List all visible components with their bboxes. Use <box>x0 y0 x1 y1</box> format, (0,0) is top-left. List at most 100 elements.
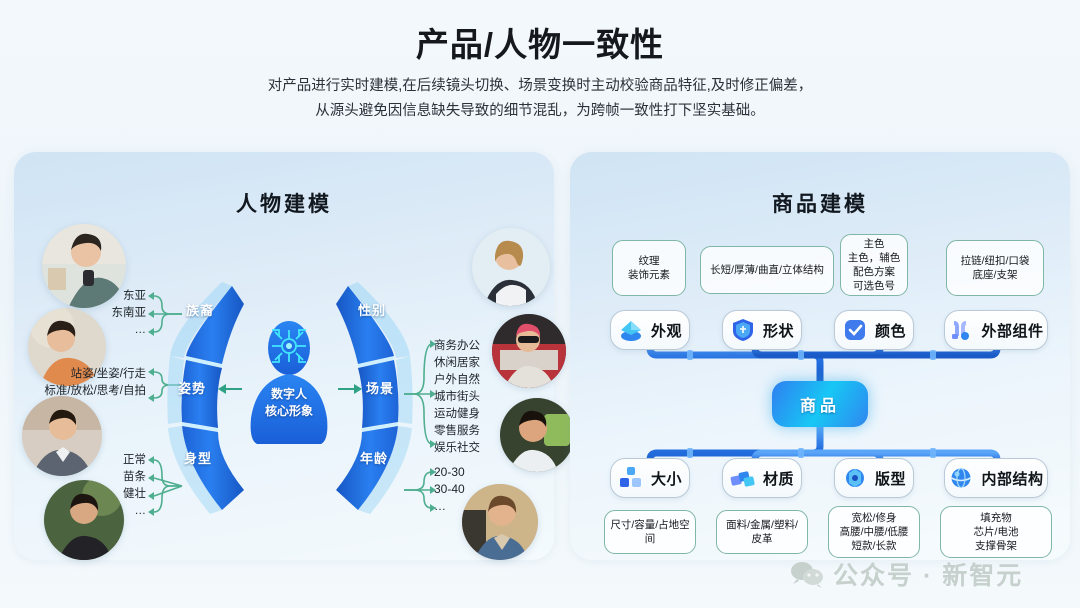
portrait-east-asian-man <box>42 224 126 308</box>
right-panel: 商品建模 <box>570 152 1070 560</box>
portrait-image <box>28 308 106 386</box>
connector-ethnicity <box>148 292 182 336</box>
label-body-2: 健壮 <box>123 488 146 500</box>
sphere-icon <box>951 467 972 489</box>
watermark: 公众号 · 新智元 <box>790 556 1023 592</box>
node-shape-label: 形状 <box>762 322 794 340</box>
label-body-3: … <box>134 505 147 517</box>
label-age-2: … <box>434 499 446 513</box>
label-ethnicity-1: 东南亚 <box>111 307 147 319</box>
node-size[interactable]: 大小 <box>610 458 690 498</box>
chip-external-parts: 拉链/纽扣/口袋 底座/支架 <box>946 240 1044 296</box>
node-pattern-label: 版型 <box>874 470 906 488</box>
arc-left <box>167 282 244 514</box>
digital-human-label-line2: 核心形象 <box>264 404 313 418</box>
node-external-parts[interactable]: 外部组件 <box>944 310 1048 350</box>
digital-human-silhouette <box>250 321 328 444</box>
connector-body <box>148 456 183 516</box>
label-body-0: 正常 <box>123 454 146 466</box>
label-age-0: 20-30 <box>434 465 465 479</box>
label-group-ethnicity: 东亚 东南亚 … <box>78 288 147 339</box>
portrait-image <box>472 228 550 306</box>
label-scene-5: 零售服务 <box>434 425 480 437</box>
connector-scene <box>404 340 436 448</box>
circuit-brain-icon <box>272 329 306 363</box>
portrait-image <box>462 484 538 560</box>
left-panel-title: 人物建模 <box>236 193 332 216</box>
portrait-image <box>500 398 574 472</box>
node-size-label: 大小 <box>650 470 682 488</box>
label-group-body: 正常 苗条 健壮 … <box>80 452 146 520</box>
watermark-text: 公众号 · 新智元 <box>833 562 1024 590</box>
digital-human-label-line1: 数字人 <box>270 387 307 401</box>
label-scene-6: 娱乐社交 <box>434 442 480 454</box>
page-subtitle-line2: 从源头避免因信息缺失导致的细节混乱，为跨帧一致性打下坚实基础。 <box>315 103 765 119</box>
label-pose-0: 站姿/坐姿/行走 <box>70 368 146 380</box>
arc-right-label-1: 场景 <box>366 381 395 396</box>
chip-size: 尺寸/容量/占地空间 <box>604 510 696 554</box>
wechat-icon <box>791 562 823 588</box>
node-internal-structure-label: 内部结构 <box>981 470 1044 488</box>
node-color-label: 颜色 <box>874 322 906 340</box>
node-external-parts-label: 外部组件 <box>981 322 1044 340</box>
digital-human-label: 数字人 核心形象 <box>239 386 339 420</box>
label-scene-1: 休闲居家 <box>434 357 480 369</box>
page-title: 产品/人物一致性 <box>415 26 665 63</box>
label-body-1: 苗条 <box>123 471 146 483</box>
arc-left-label-1: 姿势 <box>178 381 207 396</box>
portrait-woman-blonde <box>472 228 550 306</box>
check-badge-icon <box>844 320 865 340</box>
label-pose-1: 标准/放松/思考/自拍 <box>44 385 146 397</box>
node-shape[interactable]: 形状 <box>722 310 802 350</box>
label-scene-2: 户外自然 <box>434 374 480 386</box>
label-group-scene: 商务办公 休闲居家 户外自然 城市街头 运动健身 零售服务 娱乐社交 <box>434 338 520 457</box>
chip-internal-structure: 填充物 芯片/电池 支撑骨架 <box>940 506 1052 558</box>
connector-pose <box>148 368 182 402</box>
label-group-pose: 站姿/坐姿/行走 标准/放松/思考/自拍 <box>18 366 146 400</box>
label-ethnicity-0: 东亚 <box>123 290 146 302</box>
material-blocks-icon <box>730 471 755 487</box>
cubes-icon <box>619 467 641 487</box>
arrow-to-left-arc <box>218 384 242 394</box>
node-internal-structure[interactable]: 内部结构 <box>944 458 1048 498</box>
chip-material: 面料/金属/塑料/皮革 <box>716 510 808 554</box>
portrait-man-suit <box>22 396 102 476</box>
label-age-1: 30-40 <box>434 482 465 496</box>
arc-left-label-0: 族裔 <box>186 303 215 318</box>
portrait-image <box>44 480 124 560</box>
node-color[interactable]: 颜色 <box>834 310 914 350</box>
portrait-image <box>22 396 102 476</box>
digital-human-figure: 数字人 核心形象 <box>239 318 339 446</box>
connector-age <box>404 468 436 512</box>
shield-icon <box>732 319 753 341</box>
layers-icon <box>620 321 641 341</box>
arc-right-label-2: 年龄 <box>360 451 389 466</box>
label-group-age: 20-30 30-40 … <box>434 464 500 515</box>
right-panel-title: 商品建模 <box>772 193 868 216</box>
portrait-woman-shopping <box>500 398 574 472</box>
center-node-product[interactable]: 商品 <box>772 381 868 427</box>
node-material[interactable]: 材质 <box>722 458 802 498</box>
arc-right <box>336 282 413 514</box>
chip-appearance: 纹理 装饰元素 <box>612 240 686 296</box>
node-appearance-label: 外观 <box>650 322 682 340</box>
portrait-image <box>42 224 126 308</box>
page-subtitle-line1: 对产品进行实时建模,在后续镜头切换、场景变换时主动校验商品特征,及时修正偏差， <box>267 78 813 94</box>
label-scene-4: 运动健身 <box>434 408 480 420</box>
node-appearance[interactable]: 外观 <box>610 310 690 350</box>
label-scene-0: 商务办公 <box>434 340 480 352</box>
arc-right-label-0: 性别 <box>358 303 387 318</box>
chip-pattern: 宽松/修身 高腰/中腰/低腰 短款/长款 <box>828 506 920 558</box>
chip-color: 主色 主色，辅色 配色方案 可选色号 <box>840 234 908 296</box>
portrait-man-denim <box>462 484 538 560</box>
chip-shape: 长短/厚薄/曲直/立体结构 <box>700 246 834 294</box>
page-subtitle: 对产品进行实时建模,在后续镜头切换、场景变换时主动校验商品特征,及时修正偏差， … <box>220 74 860 124</box>
arrow-to-right-arc <box>338 384 362 394</box>
arc-left-label-2: 身型 <box>184 451 213 466</box>
portrait-woman-green <box>44 480 124 560</box>
label-scene-3: 城市街头 <box>434 391 480 403</box>
node-material-label: 材质 <box>762 470 794 488</box>
portrait-woman-orange <box>28 308 106 386</box>
node-pattern[interactable]: 版型 <box>834 458 914 498</box>
